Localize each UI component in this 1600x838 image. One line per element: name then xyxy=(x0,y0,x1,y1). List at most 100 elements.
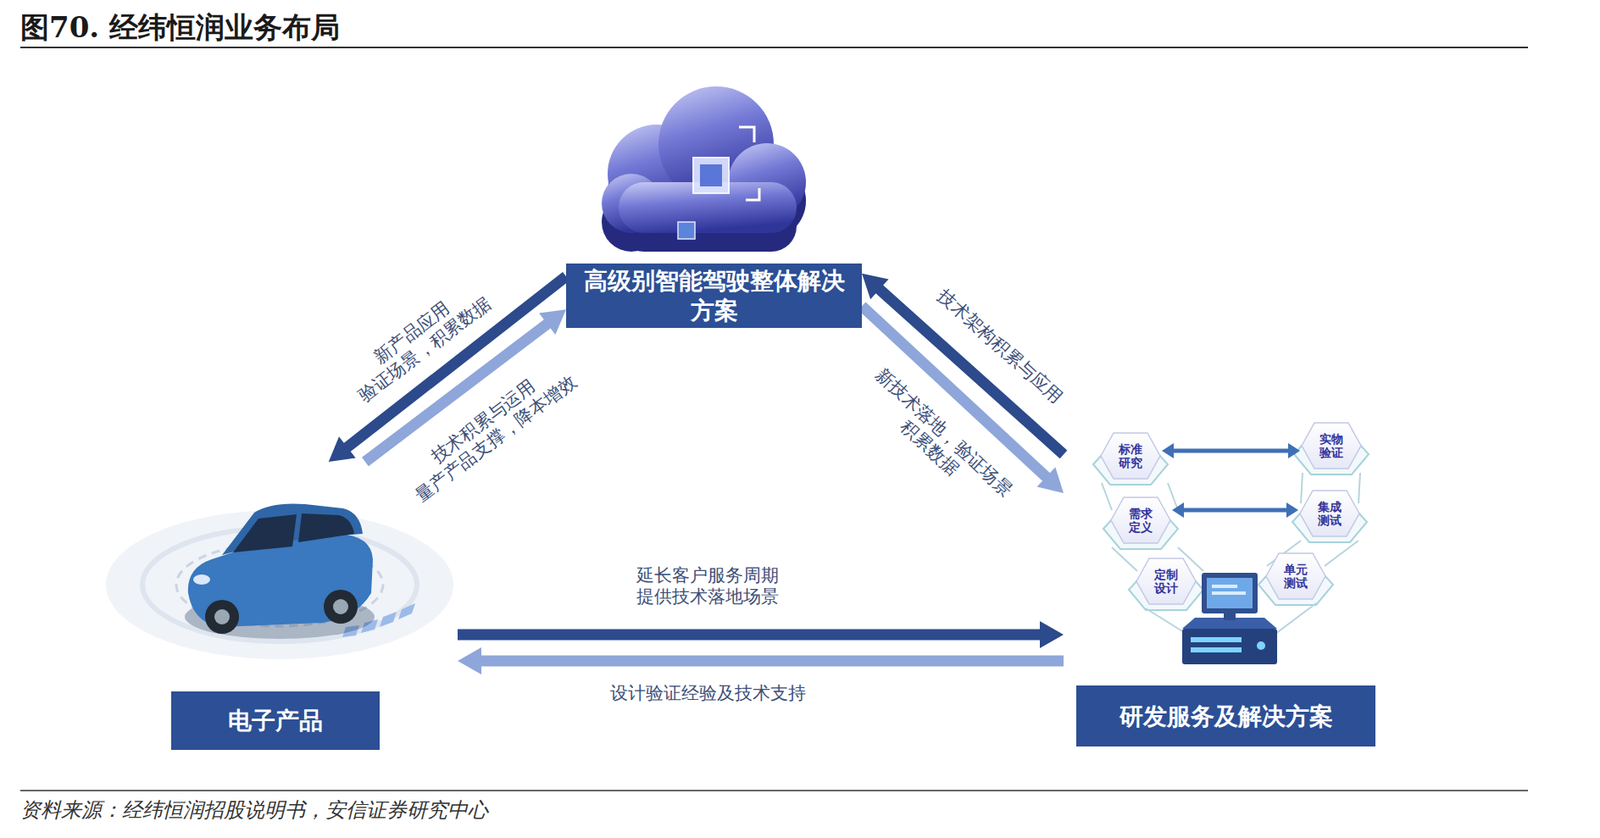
stage-hexagon: 需求定义 xyxy=(1109,495,1173,545)
rd-illustration-part-part xyxy=(1128,571,1204,611)
edge-label: 新技术落地，验证场景 积累数据 xyxy=(850,358,1023,523)
rd-illustration-part-part xyxy=(1093,445,1168,485)
car-illustration-part-part xyxy=(379,611,397,628)
rd-illustration-part xyxy=(1182,628,1278,665)
hexagon-outline xyxy=(1300,421,1363,471)
connector-group xyxy=(1161,443,1300,459)
rd-illustration-part xyxy=(1256,641,1266,650)
stage-hexagon: 单元测试 xyxy=(1264,551,1328,601)
flow-arrow xyxy=(345,276,567,449)
hexagon-label: 实物验证 xyxy=(1318,432,1345,460)
car-illustration-part xyxy=(233,514,297,553)
title-rule xyxy=(20,46,1528,49)
hexagon-shape xyxy=(1300,490,1360,537)
box-label: 研发服务及解决方案 xyxy=(1119,701,1334,732)
stage-hexagon: 定制设计 xyxy=(1134,556,1198,606)
edge-label: 设计验证经验及技术支持 xyxy=(600,683,815,705)
rd-illustration-part xyxy=(1190,637,1242,643)
rd-illustration-part-part xyxy=(1292,503,1367,543)
box-label: 电子产品 xyxy=(227,705,323,736)
arrow-head xyxy=(1286,502,1299,518)
rd-illustration-part xyxy=(1211,591,1246,595)
rd-illustration-part-part xyxy=(1358,472,1361,504)
flow-arrow xyxy=(861,305,1048,478)
stage-hexagon: 集成测试 xyxy=(1298,488,1362,539)
rd-illustration-part-part xyxy=(1300,472,1303,504)
hexagon-shape xyxy=(1266,553,1326,600)
hexagon-shape xyxy=(1111,497,1171,544)
hexagon-shape xyxy=(1100,433,1161,479)
rd-illustration-part-part xyxy=(1103,510,1178,550)
edge-label: 新产品应用 验证场景，积累数据 xyxy=(334,271,503,413)
rd-illustration-part-part xyxy=(1275,603,1317,634)
hexagon-label: 需求定义 xyxy=(1127,506,1154,534)
label-box: 电子产品 xyxy=(171,691,380,750)
figure-title: 图70. 经纬恒润业务布局 xyxy=(20,8,340,48)
stage-hexagon: 实物验证 xyxy=(1300,421,1363,471)
connector-group xyxy=(365,309,567,462)
rd-illustration-part-part xyxy=(1145,608,1187,634)
arrow-head xyxy=(861,273,889,300)
edge-label: 技术架构积累与应用 xyxy=(927,278,1074,414)
flow-arrow xyxy=(1182,508,1289,513)
cloud-icon-part xyxy=(745,188,760,200)
cloud-icon-part xyxy=(693,157,729,194)
rd-illustration-part-part xyxy=(1101,483,1112,511)
rd-illustration-part xyxy=(1201,572,1258,614)
hexagon-shape xyxy=(1301,422,1362,469)
connector-group xyxy=(457,647,1064,675)
arrow-head xyxy=(1039,621,1064,649)
caption-rule xyxy=(20,789,1528,792)
edge-label: 技术积累与运用 量产产品支撑，降本增效 xyxy=(391,349,589,512)
car-illustration-part xyxy=(333,599,349,615)
rd-illustration-part-part xyxy=(1294,435,1369,475)
hexagon-outline xyxy=(1264,551,1328,601)
arrow-head xyxy=(538,309,567,335)
box-label: 高级别智能驾驶整体解决方案 xyxy=(576,266,852,326)
arrow-head xyxy=(457,647,482,675)
car-illustration-part xyxy=(193,574,211,585)
rd-illustration xyxy=(1093,435,1369,665)
rd-illustration-part xyxy=(1190,647,1242,653)
car-illustration-part xyxy=(214,609,230,625)
connector-group xyxy=(457,621,1064,649)
label-box: 研发服务及解决方案 xyxy=(1076,685,1376,747)
connector-group xyxy=(861,273,1064,456)
rd-illustration-part xyxy=(1093,435,1369,611)
car-illustration-part xyxy=(222,503,363,556)
flow-arrow xyxy=(1172,449,1290,454)
product-area: 电子产品 xyxy=(101,461,458,750)
cloud-icon-part xyxy=(700,164,723,187)
rd-illustration-part-part xyxy=(1167,483,1178,511)
rd-illustration-part xyxy=(1206,577,1253,609)
car-illustration xyxy=(105,503,454,660)
stage-hexagon: 标准研究 xyxy=(1099,431,1162,481)
car-illustration-part xyxy=(298,513,355,543)
arrow-head xyxy=(328,436,356,462)
flow-arrow xyxy=(365,322,549,462)
solution-box: 高级别智能驾驶整体解决方案 xyxy=(566,263,862,328)
rd-illustration-part-part xyxy=(1324,540,1359,567)
product-area: 研发服务及解决方案 xyxy=(1063,423,1399,750)
hexagon-outline xyxy=(1134,556,1198,606)
cloud-icon xyxy=(601,86,806,252)
car-illustration-part xyxy=(188,533,373,628)
hexagon-label: 集成测试 xyxy=(1316,500,1343,528)
cloud-icon-part xyxy=(601,86,806,234)
hexagon-shape xyxy=(1136,558,1196,605)
flow-arrow xyxy=(479,655,1064,667)
arrow-head xyxy=(1172,502,1184,518)
car-illustration-part xyxy=(105,510,454,660)
rd-illustration-part xyxy=(1101,472,1361,634)
connector-group xyxy=(328,276,567,462)
connector-group xyxy=(861,305,1064,494)
flow-arrow xyxy=(457,629,1042,641)
arrow-head xyxy=(1288,443,1300,459)
hexagon-label: 标准研究 xyxy=(1117,442,1144,470)
rd-illustration-part-part xyxy=(1258,566,1334,606)
